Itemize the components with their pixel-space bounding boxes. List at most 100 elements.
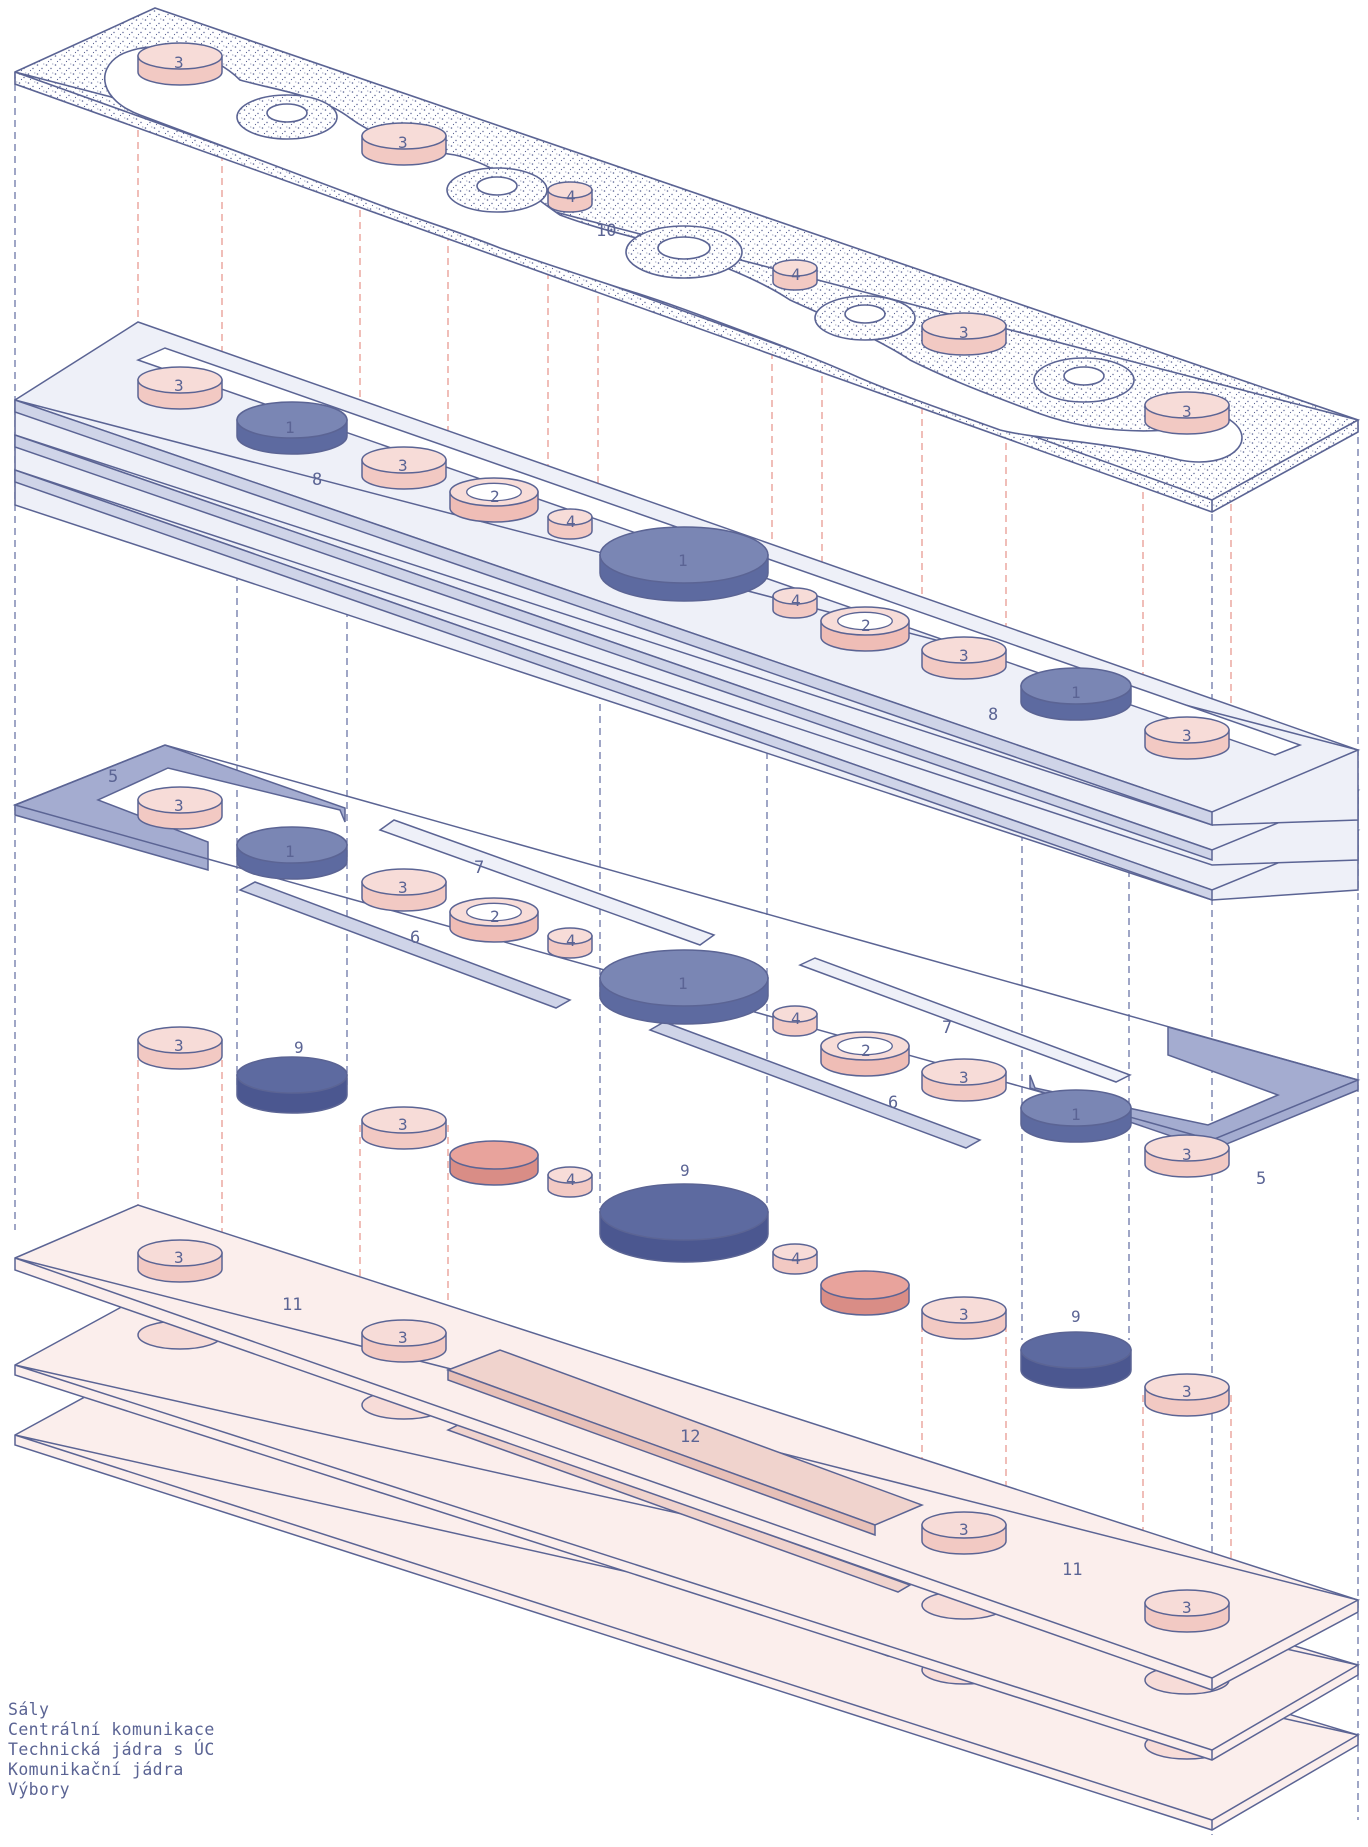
disc-2-up-b <box>820 606 910 652</box>
disc-3-roof-b <box>361 122 447 166</box>
label-3-floor-d: 3 <box>1182 1598 1192 1617</box>
disc-4-up-a <box>547 508 593 540</box>
label-3-floor-c: 3 <box>959 1520 969 1539</box>
roof-ring-3 <box>625 225 743 279</box>
label-9-low-b: 9 <box>680 1161 690 1180</box>
label-1-up-c: 1 <box>1071 683 1081 702</box>
label-12: 12 <box>680 1427 700 1447</box>
label-6-left: 6 <box>410 928 420 948</box>
disc-3-up-a <box>137 366 223 410</box>
roof-ring-4 <box>814 295 916 341</box>
label-4-roof-a: 4 <box>566 187 576 206</box>
label-3-floor-a: 3 <box>174 1248 184 1267</box>
disc-1-mid-c <box>1020 1089 1132 1143</box>
disc-3-floor-b <box>361 1319 447 1363</box>
label-3-low-a: 3 <box>174 1036 184 1055</box>
disc-3-roof-c <box>921 312 1007 356</box>
disc-3-floor-c <box>921 1511 1007 1555</box>
label-3-mid-a: 3 <box>174 796 184 815</box>
label-7-right: 7 <box>942 1018 952 1038</box>
label-5-left: 5 <box>108 767 118 787</box>
label-10: 10 <box>596 221 616 241</box>
label-3-mid-c: 3 <box>959 1068 969 1087</box>
disc-3-mid-c <box>921 1058 1007 1102</box>
floor-slab-middle <box>14 1297 1361 1761</box>
legend: Sály Centrální komunikace Technická jádr… <box>8 1700 215 1800</box>
disc-3-roof-d <box>1144 391 1230 435</box>
label-9-low-a: 9 <box>294 1038 304 1057</box>
disc-4-mid-b <box>772 1005 818 1037</box>
label-3-mid-b: 3 <box>398 878 408 897</box>
disc-salmon-low-b <box>820 1270 910 1316</box>
disc-1-mid-a <box>236 826 348 880</box>
legend-item-komunikacni-jadra: Komunikační jádra <box>8 1760 184 1779</box>
disc-4-up-b <box>772 587 818 619</box>
disc-3-mid-b <box>361 868 447 912</box>
label-3-low-c: 3 <box>959 1305 969 1324</box>
label-1-mid-b: 1 <box>678 974 688 993</box>
label-4-mid-b: 4 <box>791 1009 801 1028</box>
bar-12: 12 <box>445 1349 925 1537</box>
disc-3-up-b <box>361 446 447 490</box>
label-4-up-a: 4 <box>566 512 576 531</box>
disc-3-mid-a <box>137 786 223 830</box>
legend-item-vybory: Výbory <box>8 1780 71 1799</box>
disc-4-low-a <box>547 1166 593 1198</box>
legend-item-technicka-jadra: Technická jádra s ÚC <box>8 1740 215 1759</box>
label-3-up-a: 3 <box>174 376 184 395</box>
disc-layer <box>137 42 1230 1633</box>
disc-3-low-b <box>361 1106 447 1150</box>
disc-2-up-a <box>449 477 539 523</box>
label-6-right: 6 <box>888 1093 898 1113</box>
disc-salmon-low-a <box>449 1140 539 1186</box>
disc-1-up-c <box>1020 667 1132 721</box>
label-2-up-b: 2 <box>861 616 871 635</box>
disc-4-roof-a <box>547 181 593 213</box>
disc-1-up-b <box>599 526 769 602</box>
label-3-roof-d: 3 <box>1182 402 1192 421</box>
label-11-right: 11 <box>1062 1560 1082 1580</box>
label-3-low-d: 3 <box>1182 1382 1192 1401</box>
label-4-roof-b: 4 <box>791 265 801 284</box>
label-3-up-c: 3 <box>959 646 969 665</box>
disc-9-low-b <box>599 1183 769 1263</box>
label-4-low-b: 4 <box>791 1249 801 1268</box>
disc-3-up-c <box>921 636 1007 680</box>
label-1-up-b: 1 <box>678 551 688 570</box>
disc-3-low-d <box>1144 1373 1230 1417</box>
label-1-mid-a: 1 <box>285 842 295 861</box>
label-3-roof-c: 3 <box>959 323 969 342</box>
roof-ring-5 <box>1033 357 1135 403</box>
disc-4-roof-b <box>772 259 818 291</box>
label-11-left: 11 <box>282 1295 302 1315</box>
label-1-mid-c: 1 <box>1071 1105 1081 1124</box>
legend-item-saly: Sály <box>8 1700 50 1719</box>
disc-1-mid-b <box>599 949 769 1025</box>
label-3-mid-d: 3 <box>1182 1145 1192 1164</box>
label-5-right: 5 <box>1256 1169 1266 1189</box>
disc-9-low-a <box>236 1056 348 1114</box>
label-3-up-b: 3 <box>398 456 408 475</box>
label-4-up-b: 4 <box>791 591 801 610</box>
label-7-left: 7 <box>474 858 484 878</box>
label-3-floor-b: 3 <box>398 1328 408 1347</box>
disc-3-mid-d <box>1144 1134 1230 1178</box>
label-2-mid-b: 2 <box>861 1041 871 1060</box>
disc-3-low-a <box>137 1026 223 1070</box>
disc-9-low-c <box>1020 1331 1132 1389</box>
disc-1-up-a <box>236 401 348 455</box>
label-4-low-a: 4 <box>566 1170 576 1189</box>
label-2-mid-a: 2 <box>490 907 500 926</box>
legend-item-centralni-komunikace: Centrální komunikace <box>8 1720 215 1739</box>
label-3-roof-a: 3 <box>174 53 184 72</box>
disc-2-mid-b <box>820 1031 910 1077</box>
disc-4-mid-a <box>547 927 593 959</box>
disc-4-low-b <box>772 1243 818 1275</box>
roof-ring-2 <box>446 167 548 213</box>
disc-3-floor-a <box>137 1239 223 1283</box>
label-3-roof-b: 3 <box>398 133 408 152</box>
disc-3-roof-a <box>137 42 223 86</box>
label-1-up-a: 1 <box>285 418 295 437</box>
disc-3-up-d <box>1144 716 1230 760</box>
